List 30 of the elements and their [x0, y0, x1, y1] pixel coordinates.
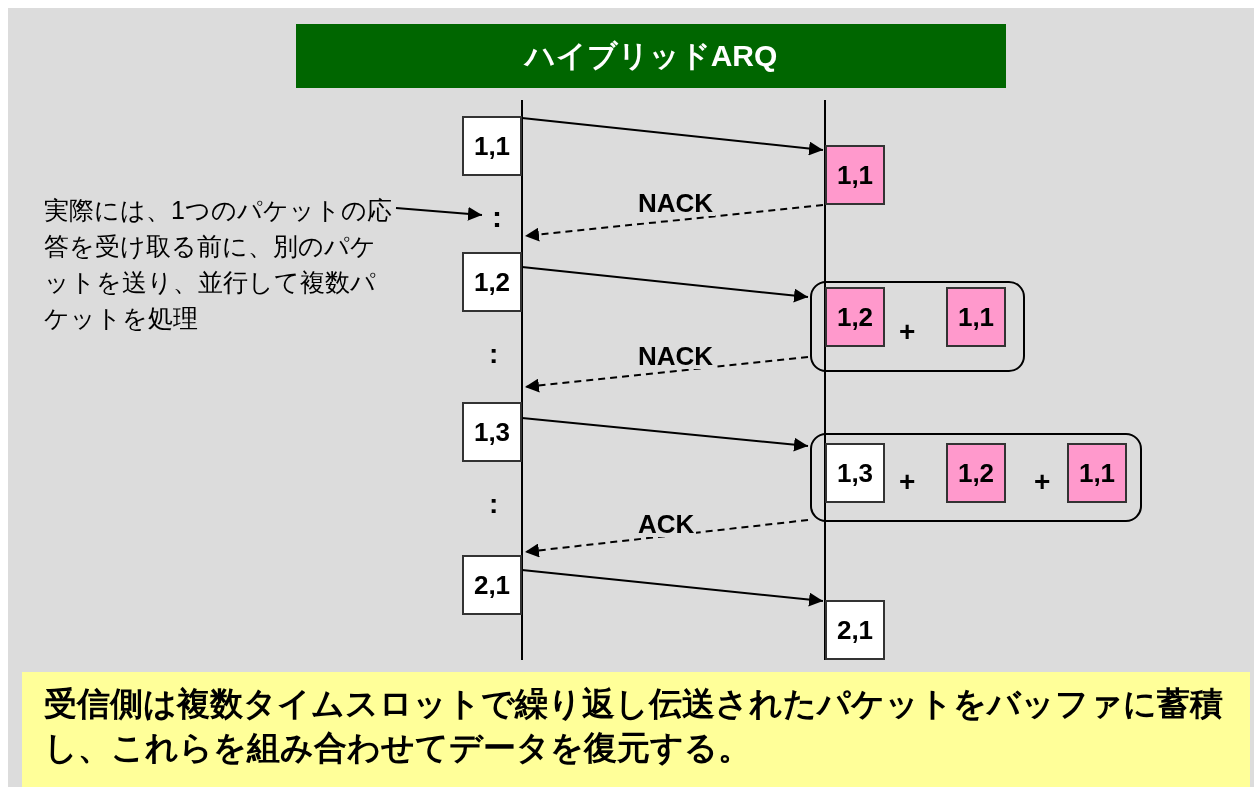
arrow	[521, 569, 824, 607]
ellipsis-mark: :	[484, 200, 510, 230]
plus-sign: +	[899, 318, 916, 346]
packet-box: 1,3	[462, 402, 522, 462]
ellipsis-mark: :	[489, 340, 499, 368]
packet-box: 2,1	[825, 600, 885, 660]
packet-box: 1,1	[946, 287, 1006, 347]
buffer-group-box	[810, 433, 1142, 522]
title-bar: ハイブリッドARQ	[296, 24, 1006, 88]
buffer-group-box	[810, 281, 1025, 372]
packet-box: 1,2	[946, 443, 1006, 503]
packet-box: 1,2	[462, 252, 522, 312]
caption-text: 受信側は複数タイムスロットで繰り返し伝送されたパケットをバッファに蓄積し、これらを組み合わせてデータを復元する。	[22, 672, 1250, 787]
arrow	[521, 417, 809, 452]
packet-box: 1,2	[825, 287, 885, 347]
arrow	[524, 519, 809, 558]
packet-box: 1,1	[825, 145, 885, 205]
plus-sign: +	[899, 468, 916, 496]
packet-box: 1,1	[462, 116, 522, 176]
arrow	[521, 266, 809, 303]
annotation-text: 実際には、1つのパケットの応答を受け取る前に、別のパケットを送り、並行して複数パケットを処理	[44, 192, 396, 342]
arrow	[524, 356, 809, 393]
packet-box: 1,1	[1067, 443, 1127, 503]
arrow	[524, 204, 824, 242]
packet-box: 1,3	[825, 443, 885, 503]
plus-sign: +	[1034, 468, 1051, 496]
packet-box: 2,1	[462, 555, 522, 615]
arrow	[521, 117, 824, 156]
arrow	[395, 206, 483, 221]
ellipsis-mark: :	[489, 490, 499, 518]
